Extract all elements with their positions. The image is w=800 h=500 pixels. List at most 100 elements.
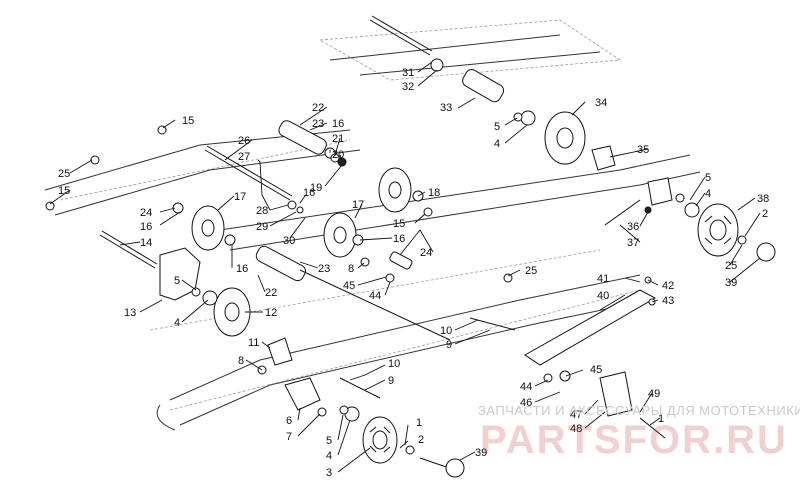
callout-5: 5 (705, 172, 711, 184)
callout-36: 36 (627, 221, 639, 233)
callout-4: 4 (705, 188, 711, 200)
callout-46: 46 (520, 397, 532, 409)
bolt-9-lower (339, 377, 381, 399)
callout-3: 3 (326, 467, 332, 479)
callout-23: 23 (318, 263, 330, 275)
callout-27: 27 (238, 151, 250, 163)
callout-16: 16 (393, 233, 405, 245)
nut-15b (45, 201, 55, 211)
bolt-25a (90, 155, 100, 165)
callout-9: 9 (388, 375, 394, 387)
callout-35: 35 (637, 144, 649, 156)
nut-29 (296, 206, 304, 214)
callout-28: 28 (256, 205, 268, 217)
callout-24: 24 (140, 207, 152, 219)
callout-33: 33 (440, 102, 452, 114)
nut-15a (157, 125, 167, 135)
bolt-28 (287, 200, 297, 210)
callout-48: 48 (570, 423, 582, 435)
callout-1: 1 (416, 417, 422, 429)
callout-39: 39 (725, 277, 737, 289)
spacer-24 (389, 251, 413, 270)
wheel-38 (697, 203, 739, 257)
callout-17: 17 (352, 199, 364, 211)
callout-16: 16 (140, 221, 152, 233)
shafts (99, 15, 666, 471)
washer-5c (191, 287, 201, 297)
nut-36 (644, 206, 652, 214)
callout-42: 42 (662, 280, 674, 292)
shaft-31 (369, 19, 431, 56)
callout-25: 25 (725, 260, 737, 272)
wheel-17-upper (378, 167, 412, 213)
callout-17: 17 (234, 191, 246, 203)
callout-14: 14 (140, 237, 152, 249)
hub-35-right (647, 177, 673, 206)
lower-slide-rail (169, 274, 651, 426)
callout-44: 44 (520, 381, 532, 393)
callout-22: 22 (265, 287, 277, 299)
cap-39-bottom (445, 458, 465, 478)
callout-7: 7 (286, 431, 292, 443)
callout-15: 15 (58, 185, 70, 197)
callout-13: 13 (124, 307, 136, 319)
spacer-44b (543, 373, 553, 383)
shaft-14 (99, 234, 156, 269)
callout-15: 15 (393, 218, 405, 230)
callout-5: 5 (174, 275, 180, 287)
callout-40: 40 (597, 290, 609, 302)
washer-15c (423, 207, 433, 217)
watermark-brand-logo: PARTSFOR.RU (480, 418, 788, 462)
callout-23: 23 (312, 118, 324, 130)
callout-9: 9 (446, 339, 452, 351)
callout-31: 31 (402, 67, 414, 79)
bracket-6 (284, 377, 321, 411)
callout-26: 26 (238, 135, 250, 147)
callout-11: 11 (248, 337, 259, 349)
shaft-23 (299, 269, 451, 341)
frame-rails (44, 19, 701, 431)
callout-19: 19 (310, 182, 322, 194)
wheel-17-left (191, 205, 225, 251)
callout-24: 24 (420, 247, 432, 259)
callout-15: 15 (182, 115, 194, 127)
callout-12: 12 (265, 307, 277, 319)
callout-34: 34 (595, 97, 607, 109)
callout-4: 4 (326, 450, 332, 462)
spacer-44a (385, 273, 395, 283)
callout-45: 45 (343, 280, 355, 292)
callout-39: 39 (475, 447, 487, 459)
callout-22: 22 (312, 102, 324, 114)
callout-6: 6 (286, 415, 292, 427)
bolt-9 (469, 317, 516, 331)
scissor-arm-40 (524, 289, 657, 366)
callout-18: 18 (428, 187, 440, 199)
callout-44: 44 (369, 290, 381, 302)
bracket-11 (267, 337, 293, 366)
bolt-25b (737, 235, 747, 245)
callout-30: 30 (283, 235, 295, 247)
callout-1: 1 (658, 413, 664, 425)
wheel-3 (362, 416, 398, 464)
washer-32 (430, 58, 444, 72)
callout-16: 16 (332, 118, 344, 130)
callout-16: 16 (303, 187, 315, 199)
callout-38: 38 (757, 193, 769, 205)
wheel-17-center (323, 212, 357, 258)
bracket-47 (599, 371, 633, 417)
spacer-45b (559, 370, 571, 382)
callout-21: 21 (332, 133, 344, 145)
callout-4: 4 (174, 317, 180, 329)
callout-16: 16 (236, 263, 248, 275)
center-rail (219, 154, 701, 251)
callout-45: 45 (590, 364, 602, 376)
cap-39-right (756, 242, 776, 262)
callout-8: 8 (238, 355, 244, 367)
washer-5a (513, 112, 523, 122)
callout-5: 5 (494, 121, 500, 133)
nut-20 (337, 157, 347, 167)
shaft-26 (204, 149, 291, 201)
wheel-34 (544, 111, 586, 165)
